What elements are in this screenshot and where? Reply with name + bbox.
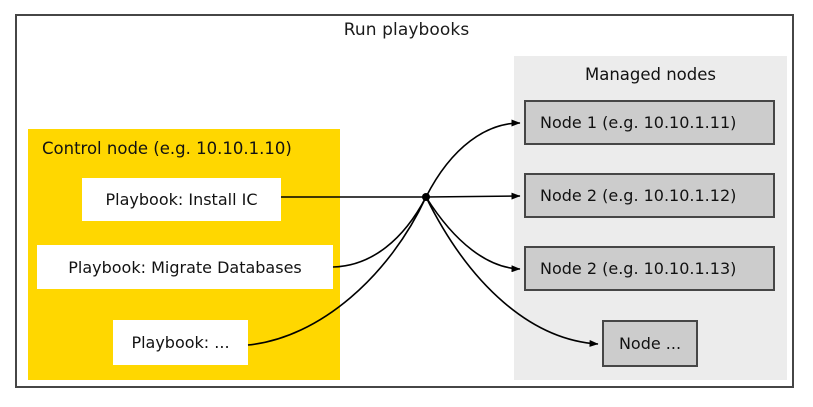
- playbook-ellipsis-box[interactable]: Playbook: ...: [113, 320, 248, 365]
- playbook-install-ic-box[interactable]: Playbook: Install IC: [82, 178, 281, 221]
- node-box-1[interactable]: Node 1 (e.g. 10.10.1.11): [524, 100, 775, 145]
- managed-nodes-label: Managed nodes: [584, 65, 717, 84]
- playbook-migrate-databases-box[interactable]: Playbook: Migrate Databases: [37, 245, 333, 289]
- node-box-3[interactable]: Node 2 (e.g. 10.10.1.13): [524, 246, 775, 291]
- diagram-title: Run playbooks: [343, 20, 470, 40]
- control-node-label: Control node (e.g. 10.10.1.10): [42, 139, 292, 158]
- node-box-4[interactable]: Node ...: [602, 320, 698, 367]
- node-box-2[interactable]: Node 2 (e.g. 10.10.1.12): [524, 173, 775, 218]
